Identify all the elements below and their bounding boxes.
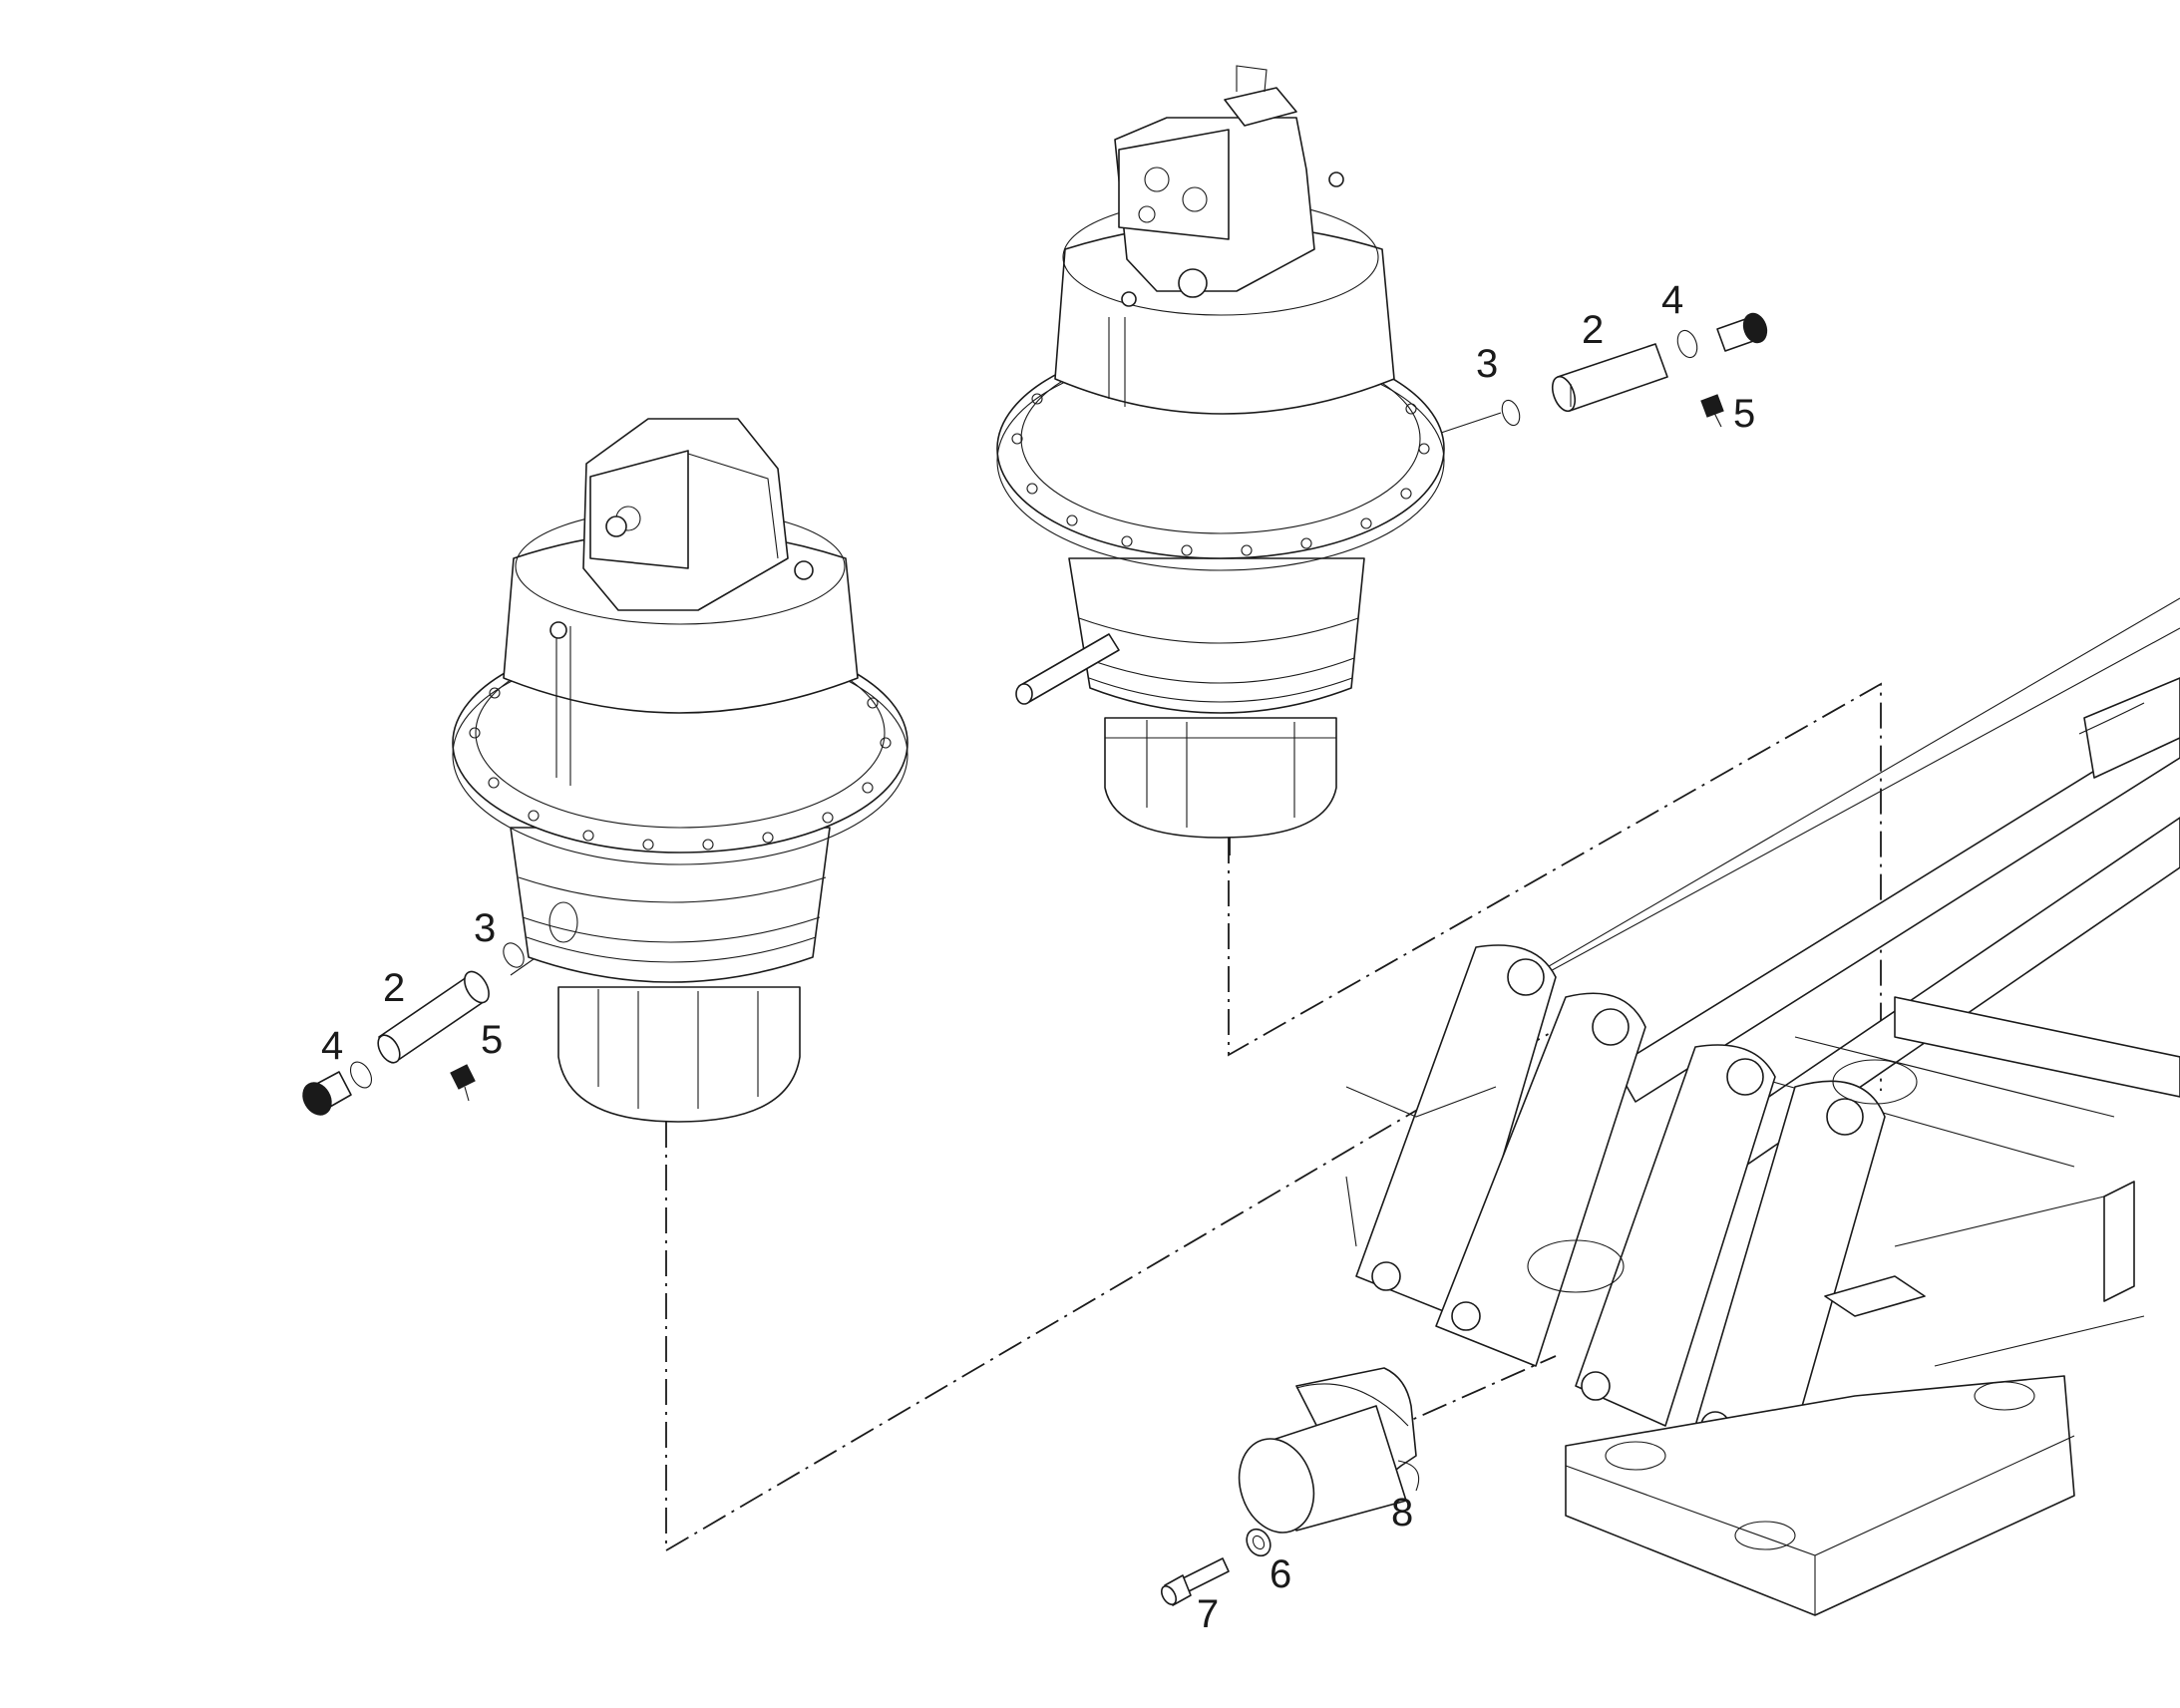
callout-8: 8	[1391, 1491, 1413, 1535]
assembly-guide-lines	[510, 412, 1882, 1552]
callout-5-upper: 5	[1733, 392, 1755, 436]
pin-assembly-upper	[1501, 312, 1768, 428]
callout-3-upper: 3	[1476, 342, 1498, 386]
callout-3-lower: 3	[474, 906, 496, 950]
travel-motor-lower	[452, 418, 908, 1123]
cover-assembly	[1160, 1367, 1420, 1606]
callout-2-upper: 2	[1582, 308, 1604, 352]
callout-4-lower: 4	[321, 1024, 343, 1068]
pin-assembly-lower	[302, 942, 525, 1116]
callout-7: 7	[1197, 1592, 1219, 1636]
undercarriage-frame	[1345, 597, 2180, 1616]
callout-6: 6	[1270, 1552, 1291, 1596]
callout-5-lower: 5	[481, 1018, 503, 1062]
travel-motor-upper	[996, 65, 1445, 839]
callout-4-upper: 4	[1661, 278, 1683, 322]
callout-2-lower: 2	[383, 966, 405, 1010]
callout-labels: 3 2 4 5 3 2 4 5 8 6 7	[321, 278, 1755, 1636]
